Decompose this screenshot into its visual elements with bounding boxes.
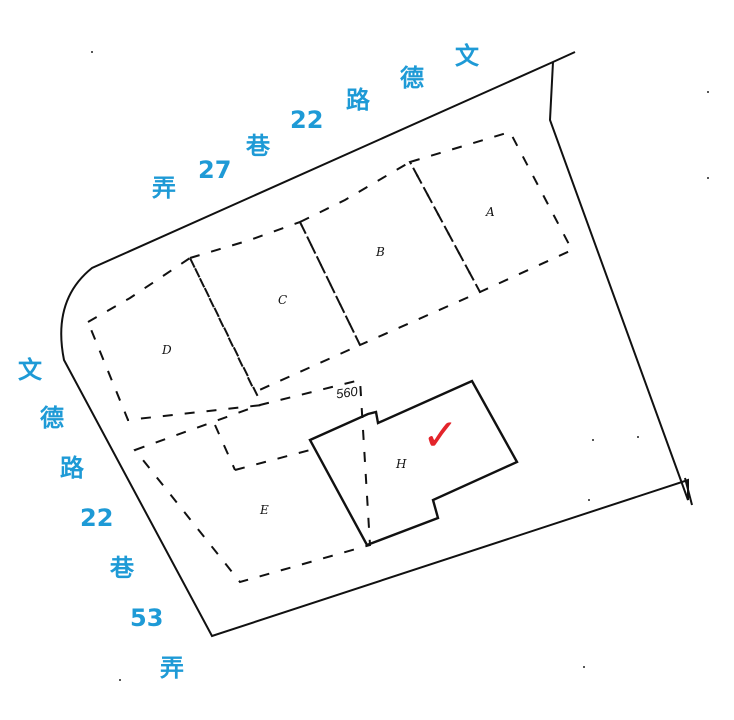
lot-h-outline (308, 379, 519, 547)
scan-speck (707, 91, 709, 93)
scan-speck (707, 177, 709, 179)
scan-speck (91, 51, 93, 53)
street-top-char-2: 27 (198, 156, 232, 184)
lot-h-label: H (396, 457, 407, 471)
lot-b-outline (298, 160, 482, 347)
lot-e-inner-line (214, 424, 236, 471)
street-top-char-1: 弄 (152, 174, 176, 202)
lot-e-label: E (260, 503, 269, 517)
lot-a-label: A (486, 205, 495, 219)
scan-speck (588, 499, 590, 501)
check-mark-icon: ✓ (422, 410, 459, 461)
street-top-char-3: 巷 (246, 132, 270, 160)
scan-speck (637, 436, 639, 438)
street-left-char-6: 53 (130, 604, 164, 632)
street-top-char-6: 德 (400, 64, 424, 92)
property-boundary (60, 51, 689, 638)
lot-c-outline (188, 220, 362, 394)
scan-speck (119, 679, 121, 681)
street-left-char-7: 弄 (160, 654, 184, 682)
street-left-char-1: 文 (18, 356, 42, 384)
scan-speck (583, 666, 585, 668)
lot-a-outline (408, 130, 574, 294)
lot-e-inner-line-2 (234, 449, 311, 471)
street-left-char-5: 巷 (110, 554, 134, 582)
street-left-char-2: 德 (40, 404, 64, 432)
street-top-char-4: 22 (290, 106, 324, 134)
scan-speck (592, 439, 594, 441)
lot-c-label: C (278, 293, 288, 307)
lot-d-outline (86, 256, 264, 422)
lot-e-outline (133, 378, 372, 584)
east-boundary-extension (684, 477, 693, 506)
street-top-char-7: 文 (455, 42, 479, 70)
street-left-char-4: 22 (80, 504, 114, 532)
dimension-label: 560 (335, 383, 359, 402)
lot-d-label: D (162, 343, 172, 357)
lot-b-label: B (376, 245, 385, 259)
street-top-char-5: 路 (346, 86, 370, 114)
street-left-char-3: 路 (60, 454, 84, 482)
